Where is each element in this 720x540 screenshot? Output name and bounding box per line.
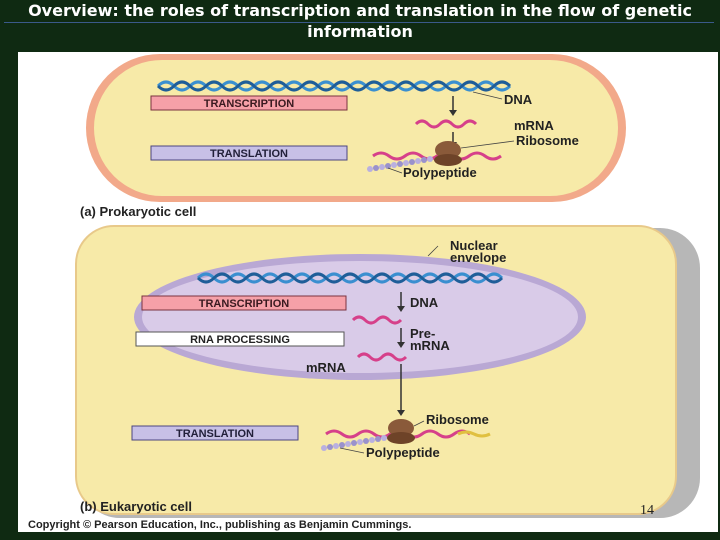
eukaryotic-cell: Nuclear envelope TRANSCRIPTION DNA RNA P…	[75, 225, 700, 518]
eukaryotic-pre-mrna-strand	[351, 315, 403, 325]
prokaryotic-mrna-strand	[414, 119, 478, 129]
prokaryotic-transcription-label: TRANSCRIPTION	[204, 98, 295, 110]
prokaryotic-polypeptide-pointer	[387, 167, 403, 174]
pre-mrna-label-line1: Pre-	[410, 326, 435, 341]
eukaryotic-transcription-box	[141, 295, 347, 311]
prokaryotic-polypeptide	[367, 156, 433, 172]
nuclear-envelope-label-line2: envelope	[450, 250, 506, 265]
prokaryotic-dna-strand-2	[156, 80, 512, 92]
prokaryotic-arrowhead-1	[449, 110, 457, 116]
eukaryotic-polypeptide-label: Polypeptide	[366, 445, 440, 460]
figure-panel: TRANSCRIPTION DNA mRNA TRANSLATION Ribos…	[18, 52, 718, 532]
flow-diagram: TRANSCRIPTION DNA mRNA TRANSLATION Ribos…	[28, 54, 700, 531]
prokaryotic-mrna-label: mRNA	[514, 118, 554, 133]
prokaryotic-cell: TRANSCRIPTION DNA mRNA TRANSLATION Ribos…	[86, 54, 626, 202]
prokaryotic-ribosome-large	[435, 141, 461, 159]
eukaryotic-polypeptide	[321, 435, 387, 451]
eukaryotic-ribosome-pointer	[413, 420, 425, 427]
slide-title: Overview: the roles of transcription and…	[28, 1, 692, 41]
eukaryotic-arrowhead-3	[397, 410, 405, 416]
title-divider	[4, 22, 714, 23]
eukaryotic-arrowhead-1	[397, 306, 405, 312]
prokaryotic-dna-pointer	[472, 91, 503, 100]
slide-number: 14	[640, 503, 654, 518]
prokaryotic-ribosome-label: Ribosome	[516, 133, 579, 148]
nuclear-envelope-label-line1: Nuclear	[450, 238, 498, 253]
nuclear-envelope-pointer	[427, 245, 439, 257]
prokaryotic-translation-box	[150, 145, 348, 161]
eukaryotic-mrna-label: mRNA	[306, 360, 346, 375]
prokaryotic-transcription-box	[150, 95, 348, 111]
prokaryotic-translated-mrna	[372, 151, 502, 161]
prokaryotic-ribosome-pointer	[460, 140, 515, 149]
eukaryotic-transcription-label: TRANSCRIPTION	[199, 298, 290, 310]
eukaryotic-ribosome-large	[388, 419, 414, 437]
eukaryotic-ribosome-small	[387, 432, 415, 444]
prokaryotic-dna-label: DNA	[504, 92, 533, 107]
eukaryotic-polypeptide-pointer	[339, 447, 365, 454]
prokaryotic-polypeptide-label: Polypeptide	[403, 165, 477, 180]
rna-processing-box	[135, 331, 345, 347]
pre-mrna-label-line2: mRNA	[410, 338, 450, 353]
eukaryotic-caption: (b) Eukaryotic cell	[80, 499, 192, 514]
prokaryotic-caption: (a) Prokaryotic cell	[80, 204, 196, 219]
prokaryotic-cytoplasm	[94, 60, 618, 196]
eukaryotic-dna-strand	[196, 272, 504, 284]
eukaryotic-translation-box	[131, 425, 299, 441]
prokaryotic-ribosome-small	[434, 154, 462, 166]
eukaryotic-arrowhead-2	[397, 342, 405, 348]
eukaryotic-mrna-tail	[457, 430, 491, 438]
eukaryotic-ribosome-label: Ribosome	[426, 412, 489, 427]
prokaryotic-translation-label: TRANSLATION	[210, 148, 288, 160]
copyright-line: Copyright © Pearson Education, Inc., pub…	[28, 519, 411, 531]
rna-processing-label: RNA PROCESSING	[190, 334, 290, 346]
eukaryotic-dna-label: DNA	[410, 295, 439, 310]
eukaryotic-translation-label: TRANSLATION	[176, 428, 254, 440]
eukaryotic-dna-strand-2	[196, 272, 504, 284]
eukaryotic-mrna-strand	[356, 352, 408, 362]
